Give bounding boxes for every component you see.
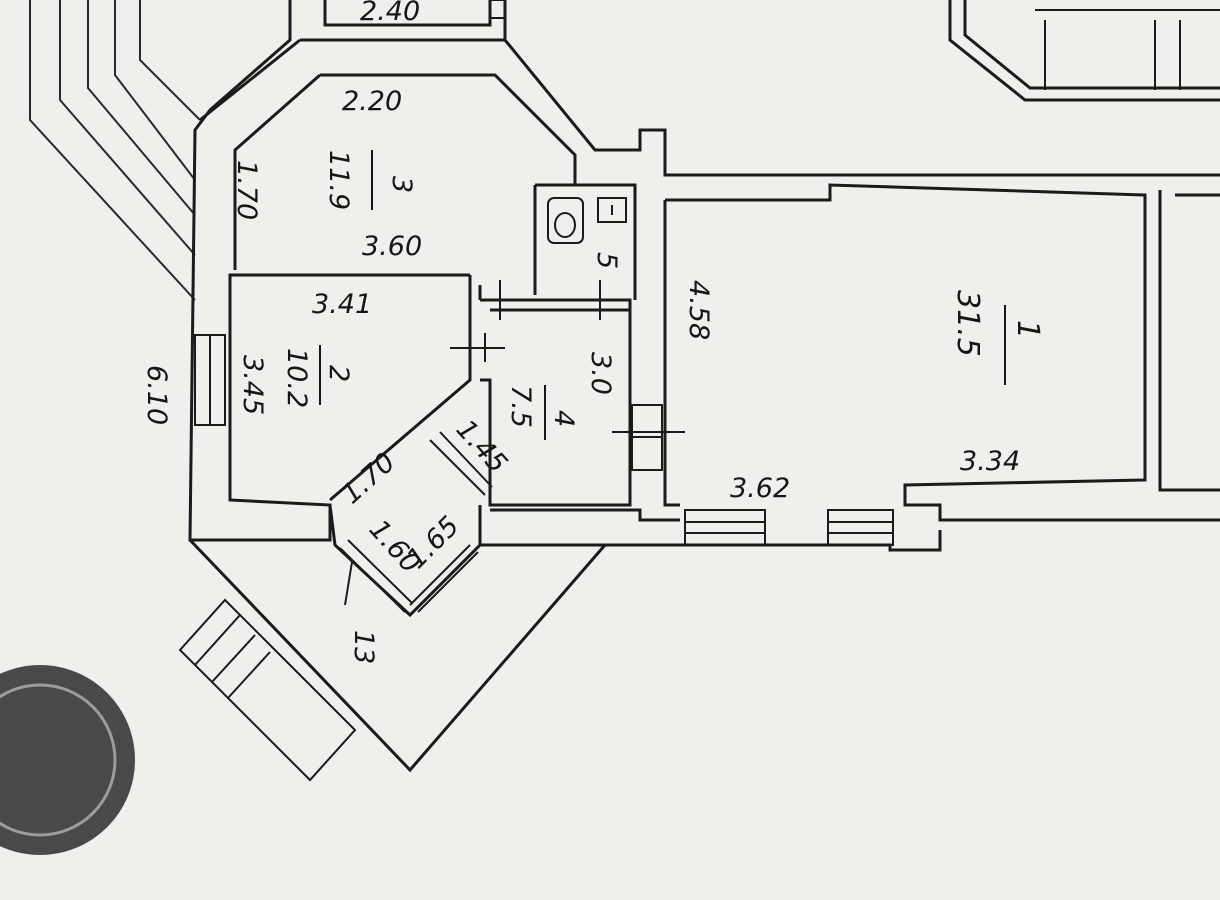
bathroom-fixtures (547, 197, 627, 244)
room-2-length: 3.45 (237, 355, 268, 415)
room-5-number: 5 (591, 252, 622, 269)
room-4-number: 4 (548, 410, 579, 427)
room-3-area: 11.9 (323, 150, 354, 210)
stamp (0, 665, 135, 855)
room-3-side: 1.70 (231, 160, 262, 220)
room-4-diag-a: 1.70 (336, 447, 401, 510)
stair-lines-left (29, 0, 201, 301)
outer-walls (188, 0, 1220, 552)
entry-steps (178, 598, 357, 782)
top-right-building (948, 0, 1220, 102)
room-1-number: 1 (1010, 320, 1045, 339)
room-1-bottom-width: 3.62 (730, 473, 790, 504)
sink-icon (597, 197, 627, 223)
room-1-width: 3.34 (960, 446, 1020, 477)
room-2-area: 10.2 (281, 348, 312, 408)
toilet-icon (554, 212, 576, 238)
balcony (188, 431, 607, 773)
room-3-number: 3 (386, 176, 417, 193)
balcony-number: 13 (348, 630, 379, 664)
room-1-area: 31.5 (950, 290, 985, 357)
room-4-area: 7.5 (505, 385, 536, 428)
room-3-top-width: 2.20 (342, 86, 402, 117)
room-2-number: 2 (323, 365, 354, 382)
window-marks (194, 334, 894, 546)
room-3-bottom-width: 3.60 (362, 231, 422, 262)
room-2-width: 3.41 (312, 289, 372, 320)
overall-height: 6.10 (141, 365, 172, 425)
top-fragment-dimension: 2.40 (360, 0, 420, 27)
interior-walls (329, 183, 637, 507)
room-1-length: 4.58 (683, 280, 714, 340)
door-ticks (344, 280, 685, 606)
room-4-length: 3.0 (585, 352, 616, 395)
